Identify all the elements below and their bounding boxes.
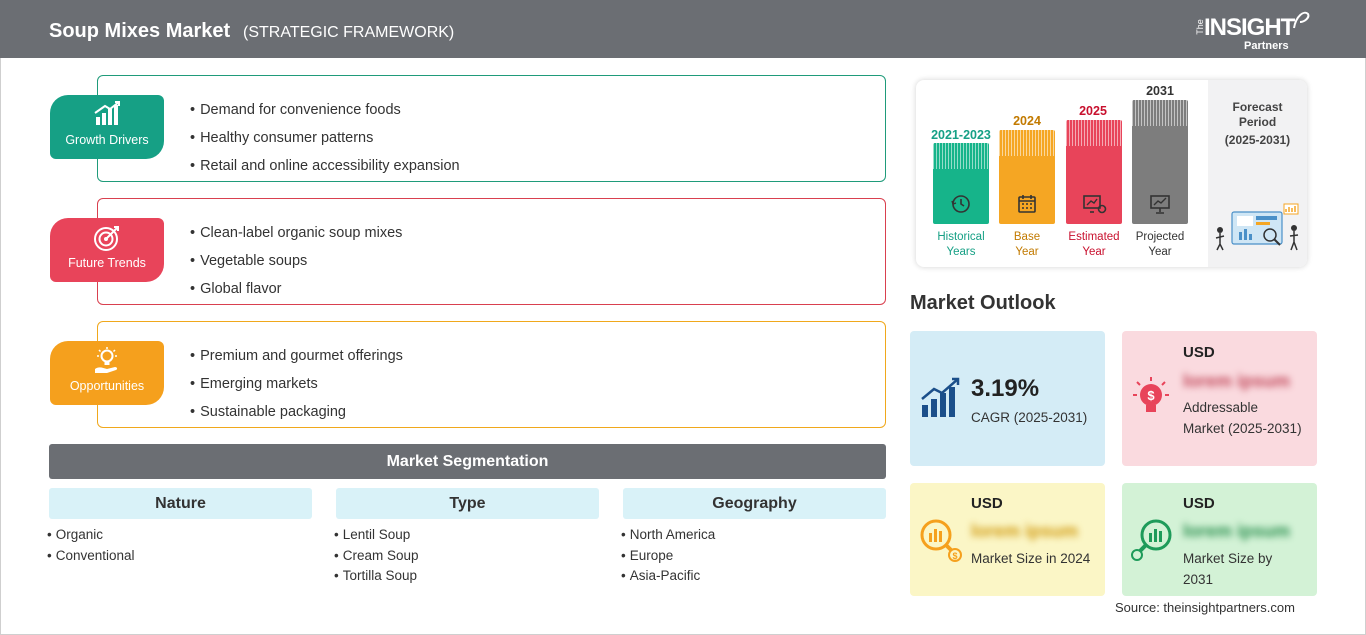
historical-bar: [933, 143, 989, 224]
projected-bar: [1132, 100, 1188, 224]
estimated-label: Estimated Year: [1059, 230, 1129, 260]
projected-label-line2: Year: [1148, 246, 1172, 258]
projection-board-icon: [1150, 195, 1170, 214]
logo-swoosh-icon: [1293, 11, 1310, 29]
growth-drivers-badge: Growth Drivers: [50, 95, 164, 159]
list-item: Global flavor: [190, 275, 402, 303]
opportunities-badge: Opportunities: [50, 341, 164, 405]
segment-geography-heading: Geography: [623, 488, 886, 519]
logo-insight: INSIGHT: [1204, 14, 1295, 41]
historical-label: Historical Years: [926, 230, 996, 260]
estimate-gears-icon: [1083, 195, 1107, 214]
list-item: Tortilla Soup: [334, 566, 419, 587]
opportunities-card: Premium and gourmet offerings Emerging m…: [97, 321, 886, 428]
base-year: 2024: [1013, 114, 1041, 128]
source-link[interactable]: Source: theinsightpartners.com: [1115, 600, 1295, 615]
segment-geography-list: North America Europe Asia-Pacific: [621, 525, 716, 587]
addressable-label: Addressable Market (2025-2031): [1183, 400, 1302, 436]
addressable-value: lorem ipsum: [1183, 371, 1291, 391]
size-2031-value: lorem ipsum: [1183, 521, 1291, 541]
opportunities-list: Premium and gourmet offerings Emerging m…: [190, 342, 403, 426]
list-item: Conventional: [47, 546, 135, 567]
addressable-market-card: $ USD lorem ipsum Addressable Market (20…: [1122, 331, 1317, 466]
growth-drivers-card: Demand for convenience foods Healthy con…: [97, 75, 886, 182]
base-label: Base Year: [992, 230, 1062, 260]
list-item: Clean-label organic soup mixes: [190, 219, 402, 247]
future-trends-label: Future Trends: [68, 256, 146, 270]
list-item: Organic: [47, 525, 135, 546]
base-label-line1: Base: [1013, 231, 1041, 243]
segment-type-list: Lentil Soup Cream Soup Tortilla Soup: [334, 525, 419, 587]
calendar-icon: [1018, 195, 1036, 213]
estimated-bar: [1066, 120, 1122, 224]
svg-text:$: $: [1147, 388, 1155, 403]
growth-bar-chart-icon: [921, 377, 960, 417]
estimated-label-line2: Year: [1082, 246, 1106, 258]
size-2024-currency: USD: [971, 495, 1003, 512]
estimated-year: 2025: [1079, 104, 1107, 118]
list-item: North America: [621, 525, 716, 546]
cagr-card: 3.19% CAGR (2025-2031): [910, 331, 1105, 466]
addressable-currency: USD: [1183, 344, 1215, 361]
growth-chart-icon: [94, 101, 120, 125]
future-trends-card: Clean-label organic soup mixes Vegetable…: [97, 198, 886, 305]
list-item: Asia-Pacific: [621, 566, 715, 587]
market-size-2031-card: USD lorem ipsum Market Size by 2031: [1122, 483, 1317, 596]
size-2024-label: Market Size in 2024: [971, 551, 1091, 566]
lightbulb-hand-icon: [95, 347, 118, 373]
segment-nature-list: Organic Conventional: [47, 525, 135, 566]
analytics-illustration-icon: [1215, 203, 1299, 251]
future-trends-badge: Future Trends: [50, 218, 164, 282]
logo-partners: Partners: [1244, 40, 1289, 52]
forecast-period-years: (2025-2031): [1224, 133, 1291, 147]
list-item: Demand for convenience foods: [190, 96, 460, 124]
page-subtitle: (STRATEGIC FRAMEWORK): [243, 24, 455, 41]
size-2031-currency: USD: [1183, 495, 1215, 512]
future-trends-list: Clean-label organic soup mixes Vegetable…: [190, 219, 402, 303]
market-outlook-title: Market Outlook: [910, 292, 1056, 314]
projected-label: Projected Year: [1125, 230, 1195, 260]
svg-text:$: $: [952, 551, 957, 561]
list-item: Healthy consumer patterns: [190, 124, 460, 152]
list-item: Vegetable soups: [190, 247, 402, 275]
money-lightbulb-icon: $: [1133, 377, 1169, 412]
projected-label-line1: Projected: [1135, 231, 1185, 243]
magnifier-chart-icon: $: [920, 519, 962, 562]
base-bar: [999, 130, 1055, 224]
opportunities-label: Opportunities: [69, 379, 145, 393]
growth-drivers-list: Demand for convenience foods Healthy con…: [190, 96, 460, 180]
segment-type-heading: Type: [336, 488, 599, 519]
forecast-period-label: Forecast Period: [1232, 100, 1283, 129]
cagr-label: CAGR (2025-2031): [971, 410, 1088, 425]
list-item: Premium and gourmet offerings: [190, 342, 403, 370]
historical-label-line1: Historical: [937, 231, 985, 243]
insight-partners-logo[interactable]: The INSIGHT Partners: [1190, 8, 1320, 54]
list-item: Cream Soup: [334, 546, 419, 567]
list-item: Europe: [621, 546, 715, 567]
estimated-label-line1: Estimated: [1068, 231, 1120, 243]
target-icon: [94, 226, 119, 251]
historical-year: 2021-2023: [931, 128, 991, 142]
list-item: Lentil Soup: [334, 525, 419, 546]
growth-drivers-label: Growth Drivers: [65, 133, 149, 147]
size-2031-label: Market Size by 2031: [1183, 551, 1273, 587]
market-size-2024-card: $ USD lorem ipsum Market Size in 2024: [910, 483, 1105, 596]
list-item: Emerging markets: [190, 370, 403, 398]
segment-nature-heading: Nature: [49, 488, 312, 519]
segmentation-title: Market Segmentation: [49, 444, 886, 479]
base-label-line2: Year: [1015, 246, 1039, 258]
header-bar: Soup Mixes Market (STRATEGIC FRAMEWORK) …: [0, 0, 1366, 58]
page-title: Soup Mixes Market: [49, 20, 231, 42]
projected-year: 2031: [1146, 84, 1174, 98]
list-item: Retail and online accessibility expansio…: [190, 152, 460, 180]
timeline-panel: Forecast Period (2025-2031) 2021-2023 Hi…: [916, 80, 1307, 267]
history-clock-icon: [951, 195, 970, 213]
cagr-value: 3.19%: [971, 375, 1040, 402]
magnifier-forecast-icon: [1131, 519, 1172, 561]
size-2024-value: lorem ipsum: [971, 521, 1079, 541]
list-item: Sustainable packaging: [190, 398, 403, 426]
historical-label-line2: Years: [946, 246, 976, 258]
